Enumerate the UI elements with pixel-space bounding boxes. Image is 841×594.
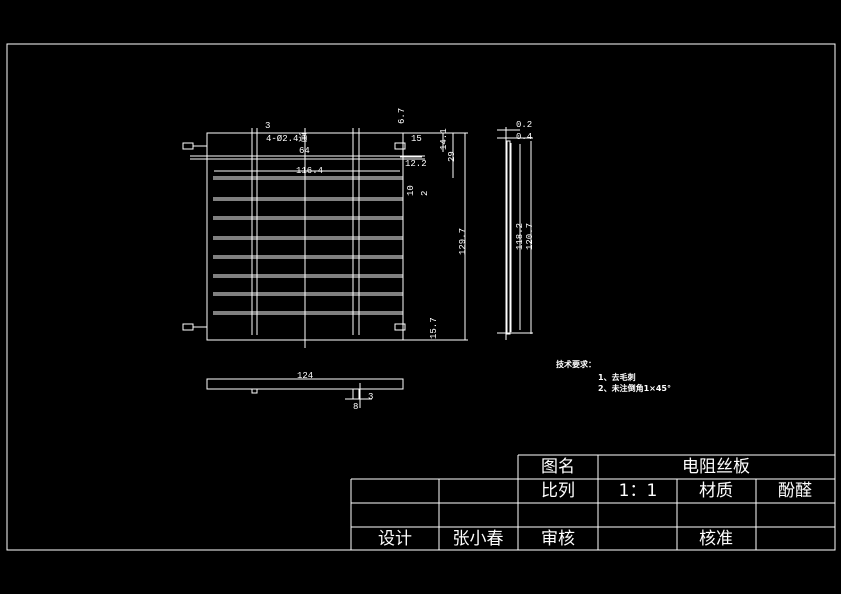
dim-text: 116.4 <box>296 166 323 176</box>
scale-label: 比列 <box>541 481 575 501</box>
dim-text: 3 <box>368 392 373 402</box>
svg-text:1、去毛刺: 1、去毛刺 <box>598 372 636 382</box>
dim-text: 0.2 <box>516 120 532 130</box>
dim-text: 120.7 <box>525 223 535 250</box>
dim-text: 15 <box>411 134 422 144</box>
svg-text:2、未注倒角1×45°: 2、未注倒角1×45° <box>598 383 671 393</box>
dim-text: 3 <box>265 121 270 131</box>
scale-value: 1：1 <box>619 481 658 501</box>
dim-text: 15.7 <box>429 317 439 339</box>
dim-text: 118.2 <box>515 223 525 250</box>
designer-label: 设计 <box>378 529 412 549</box>
title-block: 图名 电阻丝板 比列 1：1 材质 酚醛 设计 张小春 审核 核准 <box>350 454 835 550</box>
dim-text: 14.1 <box>439 128 449 150</box>
dim-text: 10 <box>406 185 416 196</box>
material-value: 酚醛 <box>778 481 812 501</box>
drawing-border <box>6 43 836 551</box>
dim-text: 8 <box>353 402 358 412</box>
designer-name: 张小春 <box>453 529 504 549</box>
bottom-view: 124 3 8 <box>206 371 404 412</box>
dim-text: 0.4 <box>516 132 532 142</box>
dim-text: 4-Ø2.4通 <box>266 133 307 144</box>
approve-label: 核准 <box>699 529 733 549</box>
dim-text: 64 <box>299 146 310 156</box>
dim-text: 12.2 <box>405 159 427 169</box>
side-view: 0.2 0.4 118.2 120.7 <box>497 120 535 340</box>
drawing-name-label: 图名 <box>541 457 575 477</box>
dim-text: 2 <box>420 191 430 196</box>
review-label: 审核 <box>541 529 575 549</box>
drawing-name: 电阻丝板 <box>682 457 750 477</box>
dim-text: 124 <box>297 371 313 381</box>
dim-text: 6.7 <box>397 108 407 124</box>
dim-text: 29 <box>447 151 457 162</box>
front-view: 3 4-Ø2.4通 64 6.7 15 14.1 29 12.2 116.4 1… <box>182 108 468 348</box>
dim-text: 129.7 <box>458 228 468 255</box>
material-label: 材质 <box>699 481 733 501</box>
tech-requirements: 技术要求： 1、去毛刺 2、未注倒角1×45° <box>556 359 671 393</box>
svg-text:技术要求：: 技术要求： <box>556 359 596 369</box>
